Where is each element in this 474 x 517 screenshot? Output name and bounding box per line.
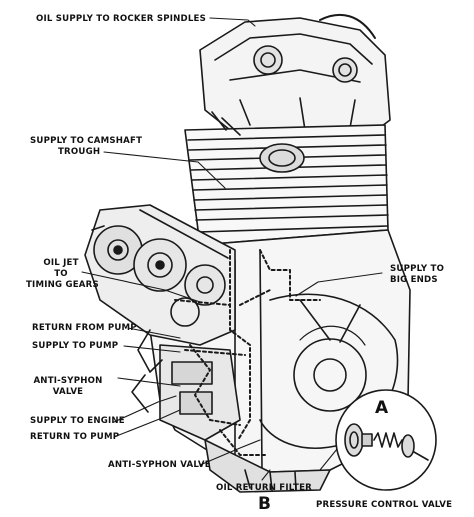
pressure-valve-inset xyxy=(335,389,437,491)
label-supply-camshaft-trough: TROUGH xyxy=(58,147,101,157)
label-supply-camshaft: SUPPLY TO CAMSHAFT xyxy=(30,136,143,146)
label-oil-supply-rocker: OIL SUPPLY TO ROCKER SPINDLES xyxy=(36,14,206,24)
label-supply-big-ends: SUPPLY TO xyxy=(390,264,445,274)
label-anti-syphon: ANTI-SYPHON xyxy=(33,376,103,386)
label-supply-big-ends-2: BIG ENDS xyxy=(390,275,438,285)
label-pressure-control-valve: PRESSURE CONTROL VALVE xyxy=(316,500,453,510)
label-supply-to-pump: SUPPLY TO PUMP xyxy=(32,341,119,351)
rocker-box xyxy=(199,13,391,141)
label-oil-jet: OIL JET xyxy=(43,258,79,268)
cylinder-barrel xyxy=(184,111,389,246)
timing-cover xyxy=(84,204,236,346)
oil-pump xyxy=(131,329,241,441)
leader-lines xyxy=(81,17,383,481)
label-return-from-pump: RETURN FROM PUMP xyxy=(32,323,137,333)
label-oil-jet-timing-gears: TIMING GEARS xyxy=(26,280,99,290)
marker-a: A xyxy=(375,398,389,418)
label-oil-jet-to: TO xyxy=(54,269,68,279)
label-anti-syphon-valve: ANTI-SYPHON VALVE xyxy=(108,460,211,470)
label-supply-to-engine: SUPPLY TO ENGINE xyxy=(30,416,125,426)
label-oil-return-filter: OIL RETURN FILTER xyxy=(216,483,312,493)
oil-passages xyxy=(174,249,321,456)
label-return-to-pump: RETURN TO PUMP xyxy=(30,432,120,442)
label-anti-syphon-valve-2: VALVE xyxy=(52,387,84,397)
marker-b: B xyxy=(258,494,271,514)
sump xyxy=(204,439,331,493)
